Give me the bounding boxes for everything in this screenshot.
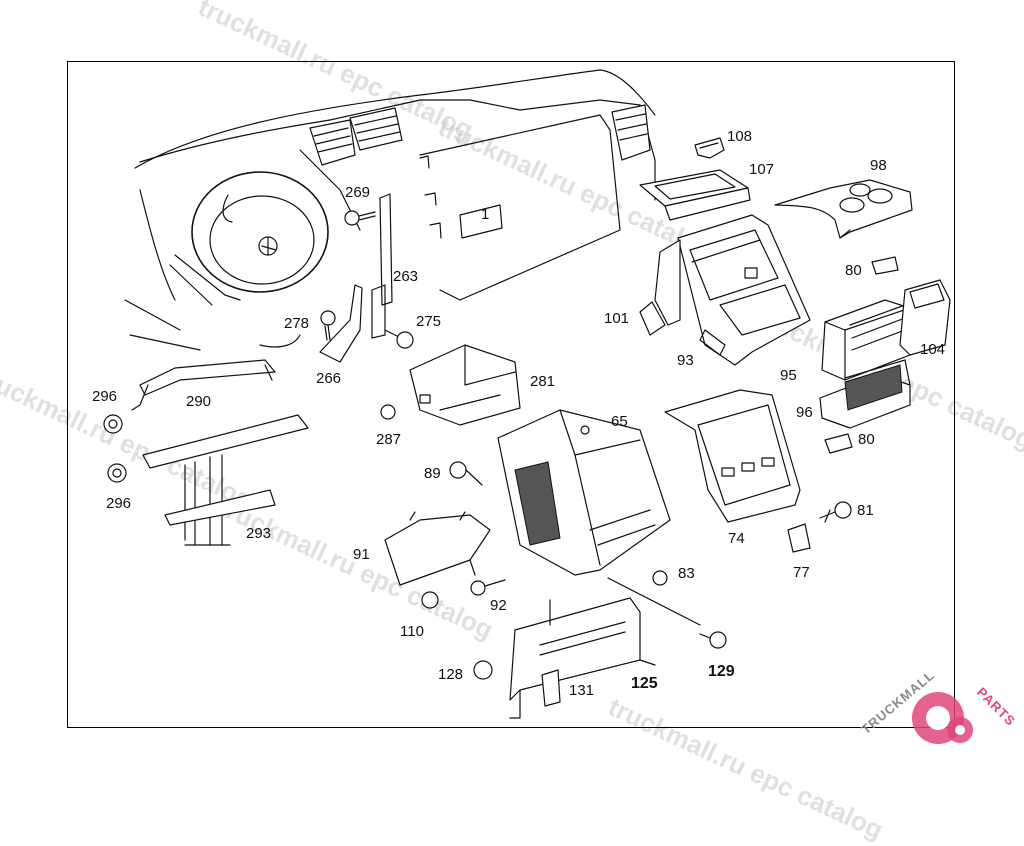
part-number[interactable]: 296 <box>106 495 132 512</box>
part-number[interactable]: 129 <box>708 663 735 680</box>
bracket-263 <box>319 193 393 363</box>
part-number[interactable]: 65 <box>611 413 628 430</box>
part-number[interactable]: 98 <box>870 157 887 174</box>
part-number[interactable]: 131 <box>569 682 595 699</box>
frame-293 <box>142 414 309 546</box>
screw-81 <box>819 501 852 523</box>
screw-92 <box>470 580 486 596</box>
part-number[interactable]: 77 <box>793 564 810 581</box>
part-number[interactable]: 104 <box>920 341 946 358</box>
bolt-275 <box>384 329 414 349</box>
bracket-91 <box>384 511 491 586</box>
brand-logo: TRUCKMALL PARTS <box>858 660 1020 750</box>
part-number[interactable]: 83 <box>678 565 695 582</box>
vent-104 <box>899 279 951 356</box>
part-number[interactable]: 281 <box>530 373 556 390</box>
part-number[interactable]: 80 <box>858 431 875 448</box>
part-number[interactable]: 269 <box>345 184 371 201</box>
storage-box-65 <box>497 409 671 576</box>
gear-logo-icon <box>912 692 973 744</box>
radio-96 <box>819 359 911 429</box>
nut-296a <box>103 414 123 434</box>
screw-89 <box>449 461 483 486</box>
part-number[interactable]: 74 <box>728 530 745 547</box>
clip-287 <box>380 404 396 420</box>
part-number[interactable]: 296 <box>92 388 118 405</box>
center-vents <box>309 104 651 166</box>
steering-wheel <box>169 171 329 306</box>
clip-83 <box>652 570 668 586</box>
part-number[interactable]: 89 <box>424 465 441 482</box>
part-number[interactable]: 95 <box>780 367 797 384</box>
part-number[interactable]: 275 <box>416 313 442 330</box>
part-number[interactable]: 287 <box>376 431 402 448</box>
cap-80b <box>824 433 853 454</box>
bolt-129 <box>699 631 727 649</box>
part-number[interactable]: 1 <box>481 206 490 223</box>
clip-131 <box>541 669 561 707</box>
part-number[interactable]: 290 <box>186 393 212 410</box>
exploded-parts-diagram <box>103 69 951 719</box>
lower-bezel-74 <box>664 389 801 523</box>
nut-128 <box>473 660 493 680</box>
bracket-290 <box>131 359 276 411</box>
clip-77 <box>787 523 811 553</box>
part-number[interactable]: 81 <box>857 502 874 519</box>
clip-108 <box>694 137 725 159</box>
cover-281 <box>409 344 521 426</box>
part-number[interactable]: 293 <box>246 525 272 542</box>
trim-98 <box>774 179 913 239</box>
part-number[interactable]: 108 <box>727 128 753 145</box>
part-number[interactable]: 96 <box>796 404 813 421</box>
screw-110 <box>421 591 439 609</box>
cap-80 <box>871 256 899 275</box>
bolt-278 <box>320 310 336 341</box>
part-number[interactable]: 128 <box>438 666 464 683</box>
part-number[interactable]: 101 <box>604 310 630 327</box>
center-bezel-93 <box>654 214 811 366</box>
leader-lines <box>549 577 701 626</box>
clip-101 <box>639 301 666 336</box>
part-number[interactable]: 93 <box>677 352 694 369</box>
part-number[interactable]: 80 <box>845 262 862 279</box>
part-number[interactable]: 263 <box>393 268 419 285</box>
part-number[interactable]: 91 <box>353 546 370 563</box>
bracket-125 <box>509 597 656 719</box>
part-number[interactable]: 110 <box>400 623 424 640</box>
diagram-frame <box>67 61 955 728</box>
panel-slot <box>459 204 503 239</box>
bolt-269 <box>344 210 376 226</box>
part-number[interactable]: 107 <box>749 161 775 178</box>
part-number[interactable]: 125 <box>631 675 658 692</box>
tray-107 <box>639 169 751 221</box>
nut-296b <box>107 463 127 483</box>
part-number[interactable]: 92 <box>490 597 507 614</box>
part-number[interactable]: 266 <box>316 370 342 387</box>
part-number[interactable]: 278 <box>284 315 310 332</box>
